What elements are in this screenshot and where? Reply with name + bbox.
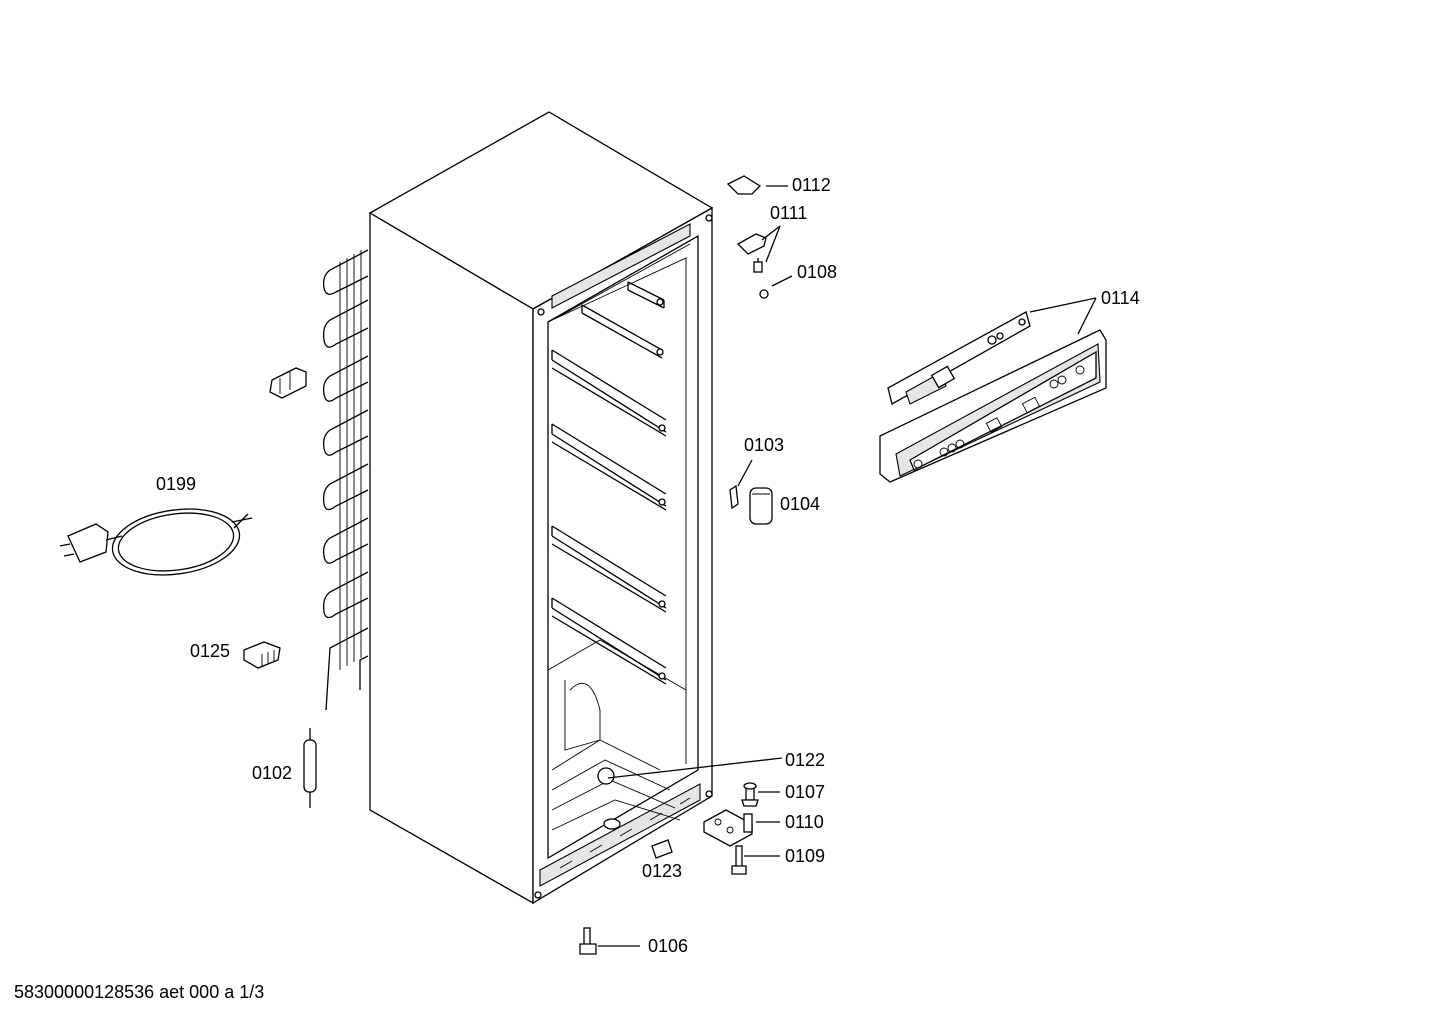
label-0112: 0112 [792, 175, 831, 195]
label-0102: 0102 [252, 763, 292, 783]
part-0111 [736, 233, 767, 273]
label-0114: 0114 [1101, 288, 1140, 308]
condenser-wires [339, 250, 362, 670]
label-0106: 0106 [648, 936, 688, 956]
label-0123: 0123 [642, 861, 682, 881]
bracket-clip [269, 367, 307, 399]
freezer-cabinet [368, 111, 714, 905]
control-panel-0114 [879, 311, 1107, 483]
part-0106 [579, 927, 597, 955]
label-0109: 0109 [785, 846, 825, 866]
document-footer-id: 58300000128536 aet 000 a 1/3 [14, 982, 264, 1002]
label-0103: 0103 [744, 435, 784, 455]
part-0110 [703, 809, 753, 847]
condenser-coil [322, 249, 369, 711]
part-0123 [651, 839, 673, 859]
freezer-shelves [551, 281, 667, 685]
part-labels: 0112 0111 0108 0114 0103 0104 0199 0125 … [156, 175, 1140, 956]
part-0108 [759, 289, 769, 299]
label-0107: 0107 [785, 782, 825, 802]
part-0125 [243, 641, 281, 669]
filter-dryer-0102 [303, 728, 317, 808]
part-0112 [726, 175, 762, 195]
label-0199: 0199 [156, 474, 196, 494]
part-0104 [749, 487, 773, 525]
part-0109 [731, 845, 747, 875]
part-0107 [741, 782, 759, 807]
label-0110: 0110 [785, 812, 824, 832]
label-0104: 0104 [780, 494, 820, 514]
label-0108: 0108 [797, 262, 837, 282]
power-cord-0199 [59, 508, 253, 576]
label-0111: 0111 [770, 203, 807, 223]
label-0125: 0125 [190, 641, 230, 661]
label-0122: 0122 [785, 750, 825, 770]
part-0103 [729, 484, 739, 510]
